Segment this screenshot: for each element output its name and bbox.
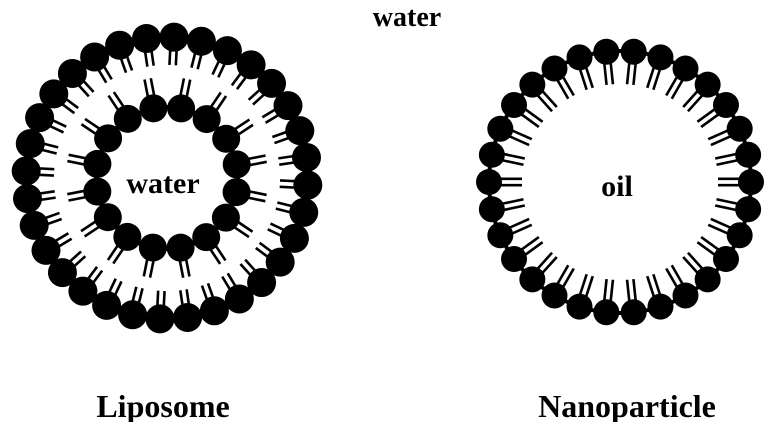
nanoparticle-surfactant-head xyxy=(695,266,721,292)
nanoparticle-surfactant-head xyxy=(647,294,673,320)
nanoparticle-surfactant-head xyxy=(476,169,502,195)
nanoparticle-surfactant-head xyxy=(567,294,593,320)
liposome-outer-lipid-head xyxy=(13,184,42,213)
nanoparticle-surfactant-head xyxy=(713,246,739,272)
liposome-inner-lipid-head xyxy=(94,203,122,231)
liposome-outer-lipid-head xyxy=(173,303,202,332)
liposome-outer-lipid-head xyxy=(145,304,174,333)
liposome-inner-lipid-head xyxy=(139,94,167,122)
nanoparticle-surfactant-head xyxy=(593,39,619,65)
nanoparticle-core-label: oil xyxy=(601,170,633,203)
nanoparticle-surfactant-head xyxy=(487,116,513,142)
liposome-outer-lipid-head xyxy=(285,116,314,145)
liposome-inner-lipid-head xyxy=(223,150,251,178)
nanoparticle-surfactant-head xyxy=(738,169,764,195)
nanoparticle-surfactant-head xyxy=(479,142,505,168)
liposome-outer-lipid-head xyxy=(225,285,254,314)
liposome-caption: Liposome xyxy=(96,388,229,422)
liposome-inner-lipid-head xyxy=(167,94,195,122)
liposome-inner-lipid-head xyxy=(114,105,142,133)
nanoparticle-surfactant-head xyxy=(519,266,545,292)
nanoparticle-surfactant-head xyxy=(501,92,527,118)
nanoparticle-surfactant-head xyxy=(621,299,647,325)
liposome-inner-lipid-head xyxy=(83,150,111,178)
liposome-inner-lipid-head xyxy=(167,234,195,262)
nanoparticle-surfactant-head xyxy=(542,56,568,82)
nanoparticle-surfactant-head xyxy=(621,39,647,65)
nanoparticle-surfactant-head xyxy=(519,72,545,98)
liposome-outer-lipid-head xyxy=(31,236,60,265)
nanoparticle-caption: Nanoparticle xyxy=(538,388,716,422)
nanoparticle-surfactant-head xyxy=(542,282,568,308)
liposome-outer-lipid-head xyxy=(293,171,322,200)
nanoparticle-surfactant-head xyxy=(727,116,753,142)
nanoparticle-surfactant-head xyxy=(567,44,593,70)
nanoparticle-surfactant-head xyxy=(647,44,673,70)
liposome-outer-lipid-head xyxy=(292,143,321,172)
liposome-outer-lipid-head xyxy=(274,91,303,120)
liposome-outer-lipid-head xyxy=(200,296,229,325)
outer-water-label: water xyxy=(373,2,441,33)
nanoparticle-surfactant-head xyxy=(735,196,761,222)
nanoparticle-surfactant-head xyxy=(673,282,699,308)
liposome-outer-lipid-head xyxy=(80,42,109,71)
nanoparticle-surfactant-head xyxy=(593,299,619,325)
nanoparticle-surfactant-head xyxy=(501,246,527,272)
liposome-inner-lipid-head xyxy=(139,234,167,262)
nanoparticle-surfactant-head xyxy=(695,72,721,98)
nanoparticle-surfactant-head xyxy=(479,196,505,222)
liposome-outer-lipid-head xyxy=(16,129,45,158)
liposome-outer-lipid-head xyxy=(187,27,216,56)
nanoparticle-surfactant-head xyxy=(735,142,761,168)
liposome-inner-lipid-head xyxy=(223,178,251,206)
liposome-inner-lipid-head xyxy=(212,125,240,153)
nanoparticle-surfactant-head xyxy=(673,56,699,82)
liposome-outer-lipid-head xyxy=(132,24,161,53)
liposome-outer-lipid-head xyxy=(20,211,49,240)
liposome-inner-lipid-head xyxy=(83,178,111,206)
liposome-inner-lipid-head xyxy=(192,223,220,251)
liposome-core-label: water xyxy=(126,167,199,200)
nanoparticle-surfactant-head xyxy=(487,222,513,248)
liposome-outer-lipid-head xyxy=(160,23,189,52)
nanoparticle-surfactant-head xyxy=(713,92,739,118)
liposome-outer-lipid-head xyxy=(105,31,134,60)
liposome-outer-lipid-head xyxy=(118,300,147,329)
nanoparticle-surfactant-head xyxy=(727,222,753,248)
liposome-outer-lipid-head xyxy=(12,156,41,185)
liposome-outer-lipid-head xyxy=(289,198,318,227)
